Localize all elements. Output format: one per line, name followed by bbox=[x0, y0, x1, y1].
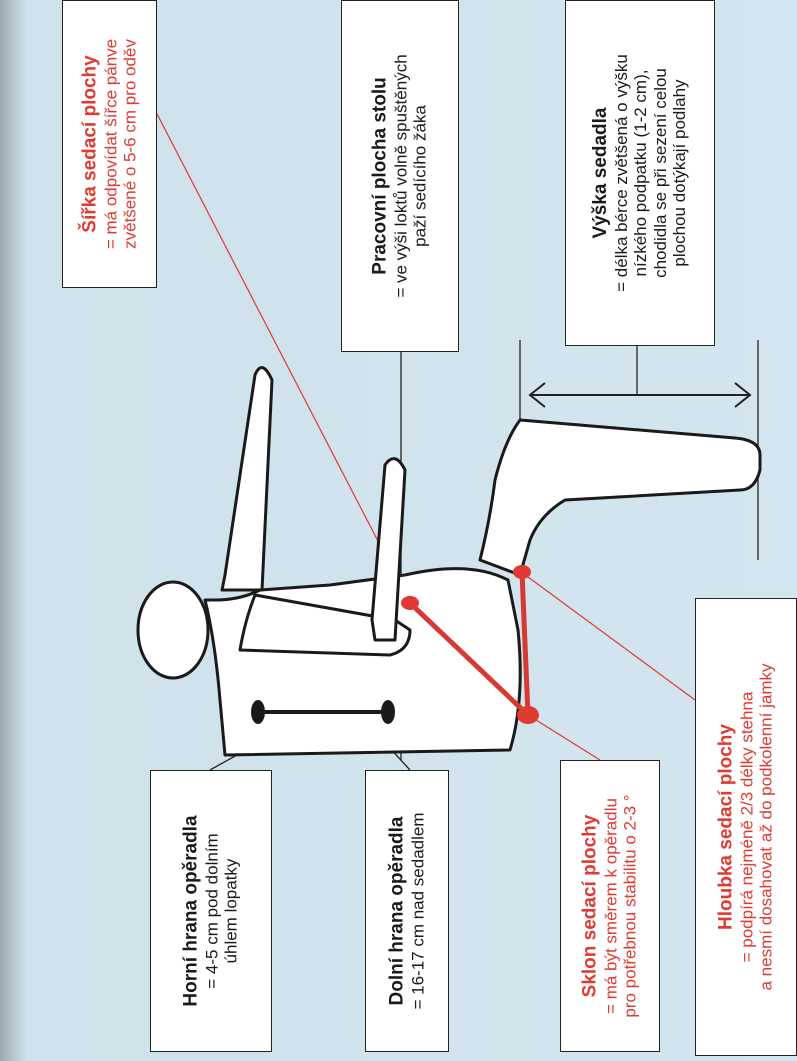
sklon-leader bbox=[528, 715, 600, 760]
vyska-line-2: nízkého podpatku (1-2 cm), bbox=[631, 0, 651, 346]
head bbox=[138, 582, 208, 678]
hloubka-annotation: Hloubka sedací plochy = podpírá nejméně … bbox=[695, 598, 797, 1056]
seat-height-arrow bbox=[530, 383, 750, 407]
dolni-line-1: = 16-17 cm nad sedadlem bbox=[408, 770, 428, 1052]
sklon-title: Sklon sedací plochy bbox=[580, 760, 602, 1052]
student-figure bbox=[138, 368, 760, 755]
vyska-line-3: chodidla se při sezení celou bbox=[651, 0, 671, 346]
hloubka-line-1: = podpírá nejméně 2/3 délky stehna bbox=[737, 598, 757, 1056]
vyska-line-1: = délka bérce zvětšená o výšku bbox=[612, 0, 632, 346]
seat-point-thigh bbox=[401, 596, 419, 610]
vyska-annotation: Výška sedadla = délka bérce zvětšená o v… bbox=[565, 0, 715, 346]
seat-point-back bbox=[517, 706, 539, 724]
backrest-top-edge bbox=[251, 700, 265, 724]
sirka-line-2: zvětšené o 5-6 cm pro oděv bbox=[120, 0, 140, 288]
pracovni-title: Pracovní plocha stolu bbox=[370, 0, 392, 352]
sklon-line-2: pro potřebnou stabilitu o 2-3 ° bbox=[621, 760, 641, 1052]
horni-line-2: úhlem lopatky bbox=[222, 770, 242, 1052]
lower-leg bbox=[480, 420, 760, 575]
raised-arm bbox=[222, 368, 272, 590]
sklon-annotation: Sklon sedací plochy = má být směrem k op… bbox=[560, 760, 660, 1052]
seat-point-front bbox=[513, 565, 531, 579]
hloubka-leader bbox=[524, 574, 695, 700]
sklon-line-1: = má být směrem k opěradlu bbox=[601, 760, 621, 1052]
vyska-title: Výška sedadla bbox=[590, 0, 612, 346]
vyska-line-4: plochou dotýkají podlahy bbox=[670, 0, 690, 346]
dolni-title: Dolní hrana opěradla bbox=[386, 770, 408, 1052]
dolni-annotation: Dolní hrana opěradla = 16-17 cm nad seda… bbox=[365, 770, 449, 1052]
pracovni-annotation: Pracovní plocha stolu = ve výši loktů vo… bbox=[341, 0, 459, 352]
sirka-line-1: = má odpovídat šířce pánve bbox=[101, 0, 121, 288]
pracovni-line-1: = ve výši loktů volně spuštěných bbox=[391, 0, 411, 352]
sirka-title: Šířka sedací plochy bbox=[79, 0, 101, 288]
horni-annotation: Horní hrana opěradla = 4-5 cm pod dolním… bbox=[150, 770, 272, 1052]
backrest-bottom-edge bbox=[381, 700, 395, 724]
pracovni-line-2: paží sedícího žáka bbox=[411, 0, 431, 352]
hloubka-title: Hloubka sedací plochy bbox=[716, 598, 738, 1056]
horni-line-1: = 4-5 cm pod dolním bbox=[202, 770, 222, 1052]
hloubka-line-2: a nesmí dosahovat až do podkolenní jamky bbox=[757, 598, 777, 1056]
sirka-annotation: Šířka sedací plochy = má odpovídat šířce… bbox=[62, 0, 157, 288]
horni-title: Horní hrana opěradla bbox=[181, 770, 203, 1052]
